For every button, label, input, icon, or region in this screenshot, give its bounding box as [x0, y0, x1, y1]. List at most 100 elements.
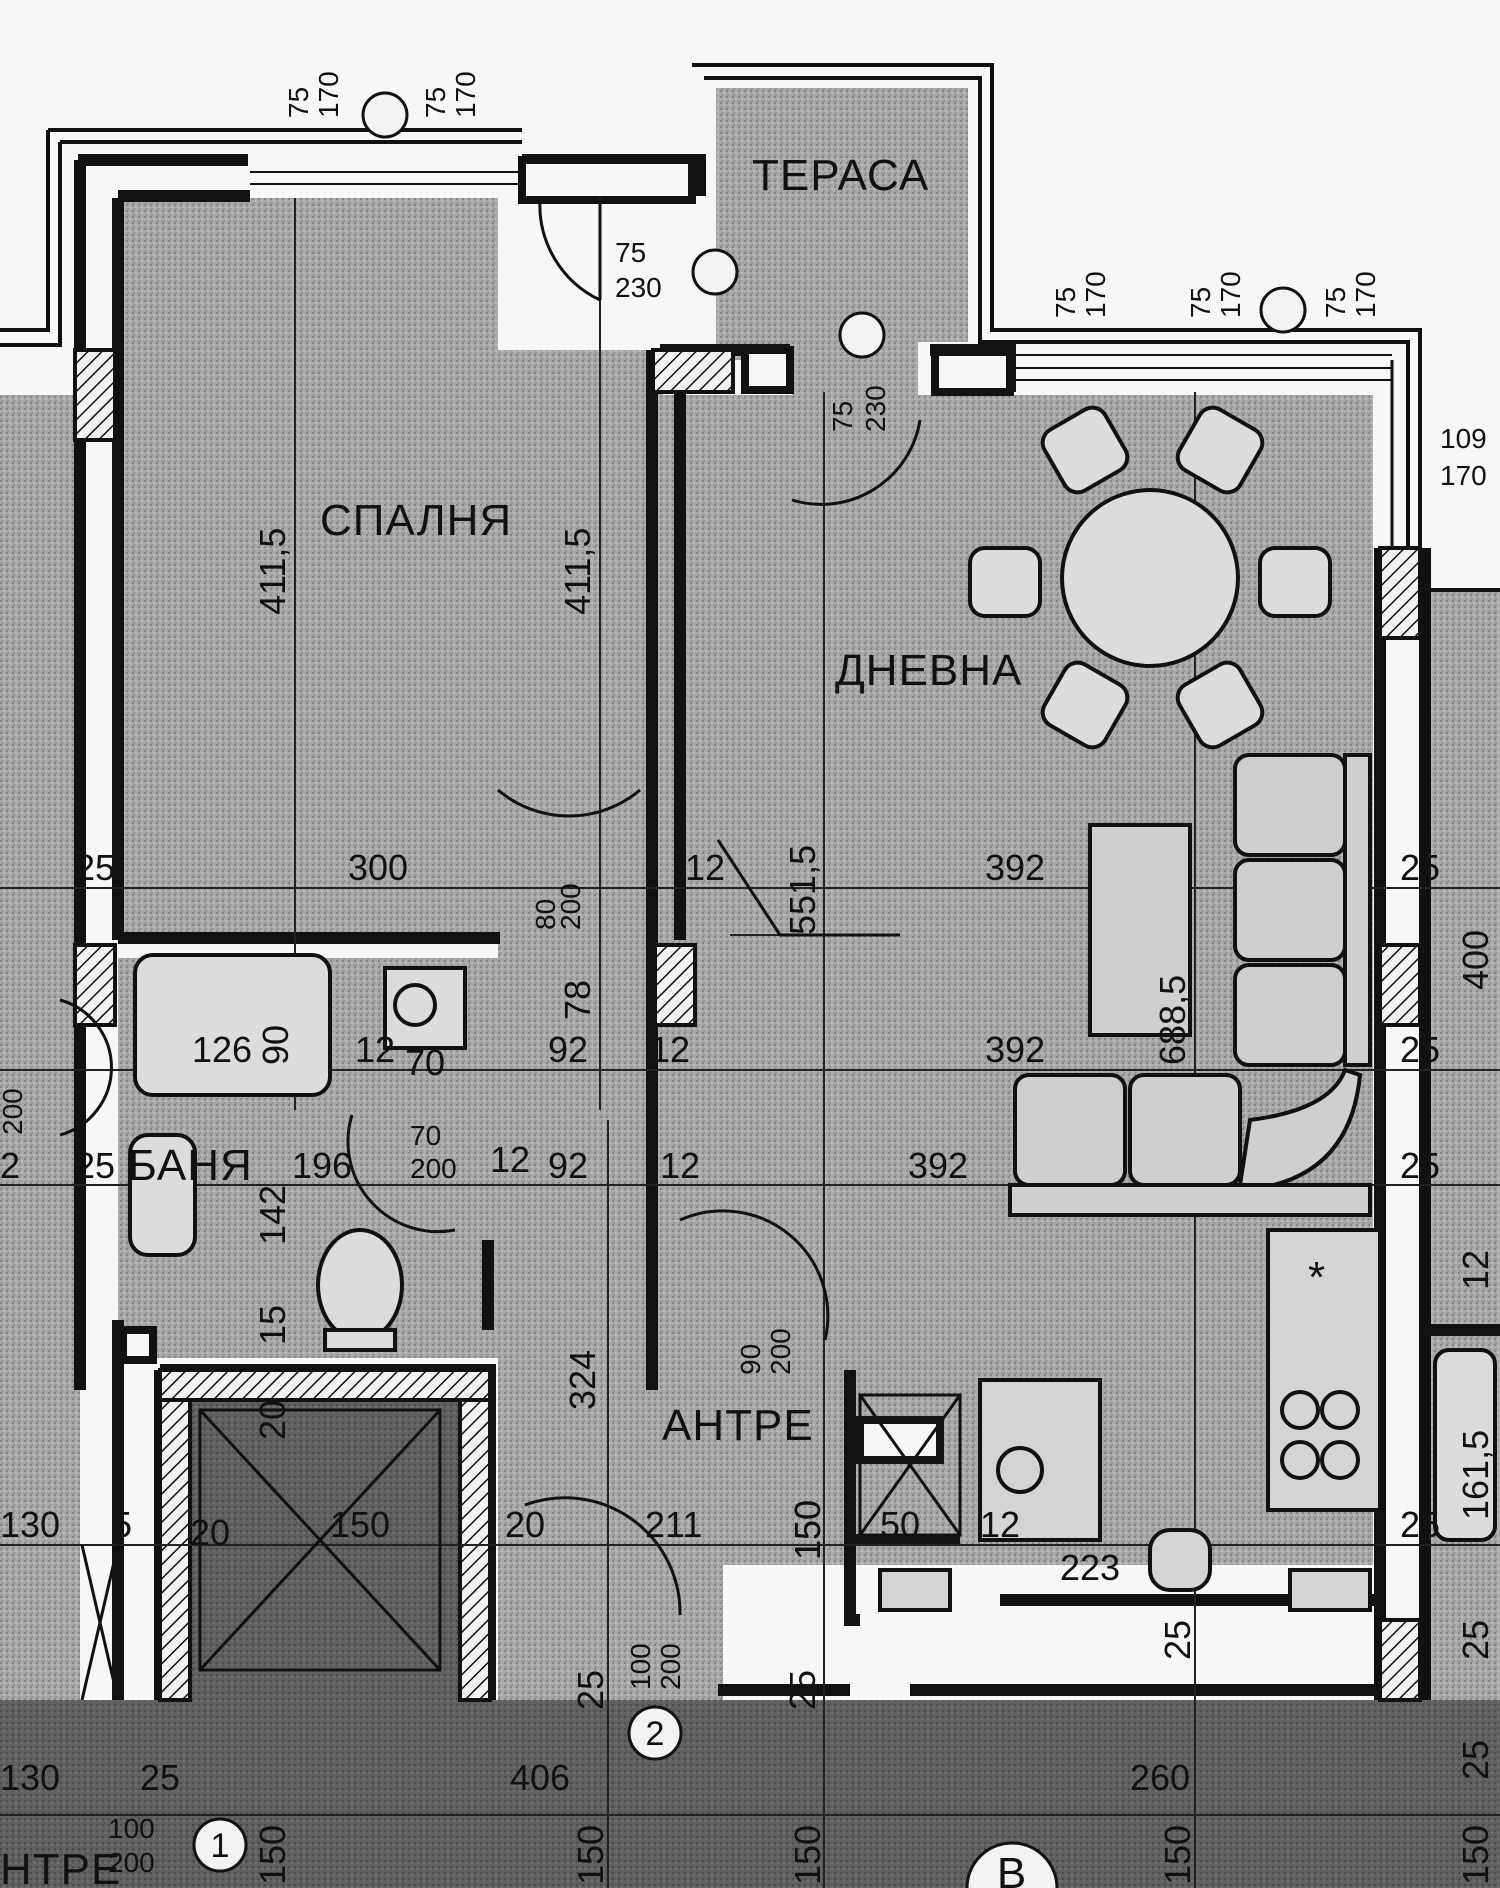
- wall-piers: [119, 156, 1014, 1464]
- svg-text:142: 142: [252, 1185, 293, 1245]
- svg-text:75: 75: [827, 401, 858, 432]
- svg-text:170: 170: [450, 71, 481, 118]
- svg-text:75: 75: [1320, 287, 1351, 318]
- svg-text:12: 12: [650, 1029, 690, 1070]
- svg-text:392: 392: [985, 1029, 1045, 1070]
- svg-text:25: 25: [1400, 1504, 1440, 1545]
- svg-text:90: 90: [255, 1025, 296, 1065]
- svg-text:5: 5: [112, 1504, 132, 1545]
- svg-text:200: 200: [410, 1153, 457, 1184]
- svg-text:20: 20: [252, 1400, 293, 1440]
- svg-text:260: 260: [1130, 1757, 1190, 1798]
- svg-text:150: 150: [1455, 1825, 1496, 1885]
- dimension-row-2: 126 90 12 70 92 12 392 25: [192, 1025, 1440, 1083]
- svg-text:92: 92: [548, 1029, 588, 1070]
- svg-text:90: 90: [735, 1344, 766, 1375]
- svg-text:126: 126: [192, 1029, 252, 1070]
- axis-marker-1: [192, 1817, 248, 1873]
- svg-text:324: 324: [562, 1350, 603, 1410]
- svg-text:170: 170: [1440, 460, 1487, 491]
- ventilation-shaft: [80, 1393, 962, 1701]
- svg-text:170: 170: [313, 71, 344, 118]
- svg-text:161,5: 161,5: [1455, 1430, 1496, 1520]
- svg-text:78: 78: [557, 980, 598, 1020]
- svg-text:70: 70: [410, 1120, 441, 1151]
- svg-text:200: 200: [655, 1643, 686, 1690]
- axis-marker-2: [627, 1705, 683, 1761]
- svg-text:200: 200: [765, 1328, 796, 1375]
- axis-marker-B: [965, 1841, 1059, 1888]
- svg-text:150: 150: [570, 1825, 611, 1885]
- svg-text:109: 109: [1440, 423, 1487, 454]
- opening-labels: 75 170 75 170 75 230 75 230 75 170 75 17…: [0, 71, 1487, 1878]
- svg-text:20: 20: [190, 1512, 230, 1553]
- svg-text:25: 25: [75, 1145, 115, 1186]
- svg-text:150: 150: [787, 1825, 828, 1885]
- coffee-table: [1088, 823, 1192, 1037]
- svg-text:25: 25: [570, 1670, 611, 1710]
- svg-text:400: 400: [1455, 930, 1496, 990]
- svg-text:75: 75: [1185, 287, 1216, 318]
- svg-text:12: 12: [490, 1139, 530, 1180]
- kitchen-units: [878, 1228, 1382, 1612]
- svg-text:688,5: 688,5: [1152, 975, 1193, 1065]
- room-label-bath: БАНЯ: [128, 1141, 253, 1190]
- svg-text:12: 12: [355, 1029, 395, 1070]
- room-label-entry-left: НТРЕ: [0, 1845, 121, 1888]
- svg-text:20: 20: [505, 1504, 545, 1545]
- svg-text:25: 25: [1455, 1740, 1496, 1780]
- axis-label-2: 2: [646, 1715, 665, 1753]
- dining-furniture: [968, 405, 1332, 750]
- svg-text:170: 170: [1080, 271, 1111, 318]
- svg-text:411,5: 411,5: [252, 528, 293, 615]
- svg-text:100: 100: [108, 1813, 155, 1844]
- hatched-columns: [73, 348, 1422, 1702]
- svg-text:50: 50: [880, 1504, 920, 1545]
- bottom-corridor-area: [0, 1700, 1500, 1888]
- svg-text:75: 75: [615, 237, 646, 268]
- svg-text:25: 25: [1400, 1029, 1440, 1070]
- svg-text:80: 80: [530, 899, 561, 930]
- svg-text:25: 25: [140, 1757, 180, 1798]
- svg-text:150: 150: [252, 1825, 293, 1885]
- svg-text:25: 25: [782, 1670, 823, 1710]
- axis-markers: [192, 1705, 1059, 1888]
- svg-text:150: 150: [330, 1504, 390, 1545]
- svg-text:100: 100: [625, 1643, 656, 1690]
- svg-text:25: 25: [1455, 1620, 1496, 1660]
- exterior-walls: [0, 63, 1500, 592]
- svg-text:551,5: 551,5: [782, 845, 823, 935]
- svg-text:150: 150: [1157, 1825, 1198, 1885]
- svg-text:211: 211: [645, 1504, 702, 1545]
- door-swings: [59, 199, 922, 1616]
- svg-text:130: 130: [0, 1504, 60, 1545]
- svg-text:392: 392: [985, 847, 1045, 888]
- svg-text:2: 2: [0, 1145, 20, 1186]
- left-neighbour-area: [0, 395, 80, 1888]
- svg-text:200: 200: [555, 883, 586, 930]
- svg-text:200: 200: [0, 1088, 28, 1135]
- svg-text:12: 12: [1455, 1250, 1496, 1290]
- svg-text:200: 200: [108, 1847, 155, 1878]
- svg-text:92: 92: [548, 1145, 588, 1186]
- svg-text:130: 130: [0, 1757, 60, 1798]
- windows: [250, 171, 1392, 381]
- vertical-dimensions: 411,5 411,5 551,5 688,5 400 12 161,5 78 …: [252, 528, 1496, 1885]
- bedroom-floor: [118, 198, 498, 936]
- svg-text:25: 25: [1400, 1145, 1440, 1186]
- svg-text:15: 15: [252, 1305, 293, 1345]
- terrace-floor: [716, 88, 968, 420]
- svg-text:230: 230: [615, 272, 662, 303]
- dimension-row-5: 130 25 406 260: [0, 1757, 1190, 1798]
- svg-text:70: 70: [405, 1042, 445, 1083]
- room-label-entry: АНТРЕ: [662, 1401, 814, 1450]
- svg-text:25: 25: [1400, 847, 1440, 888]
- svg-text:196: 196: [292, 1145, 352, 1186]
- svg-text:75: 75: [283, 87, 314, 118]
- entry-floor: [498, 1190, 723, 1700]
- svg-text:392: 392: [908, 1145, 968, 1186]
- svg-text:170: 170: [1215, 271, 1246, 318]
- dimension-row-1: 25 300 12 392 25: [75, 847, 1440, 888]
- svg-text:300: 300: [348, 847, 408, 888]
